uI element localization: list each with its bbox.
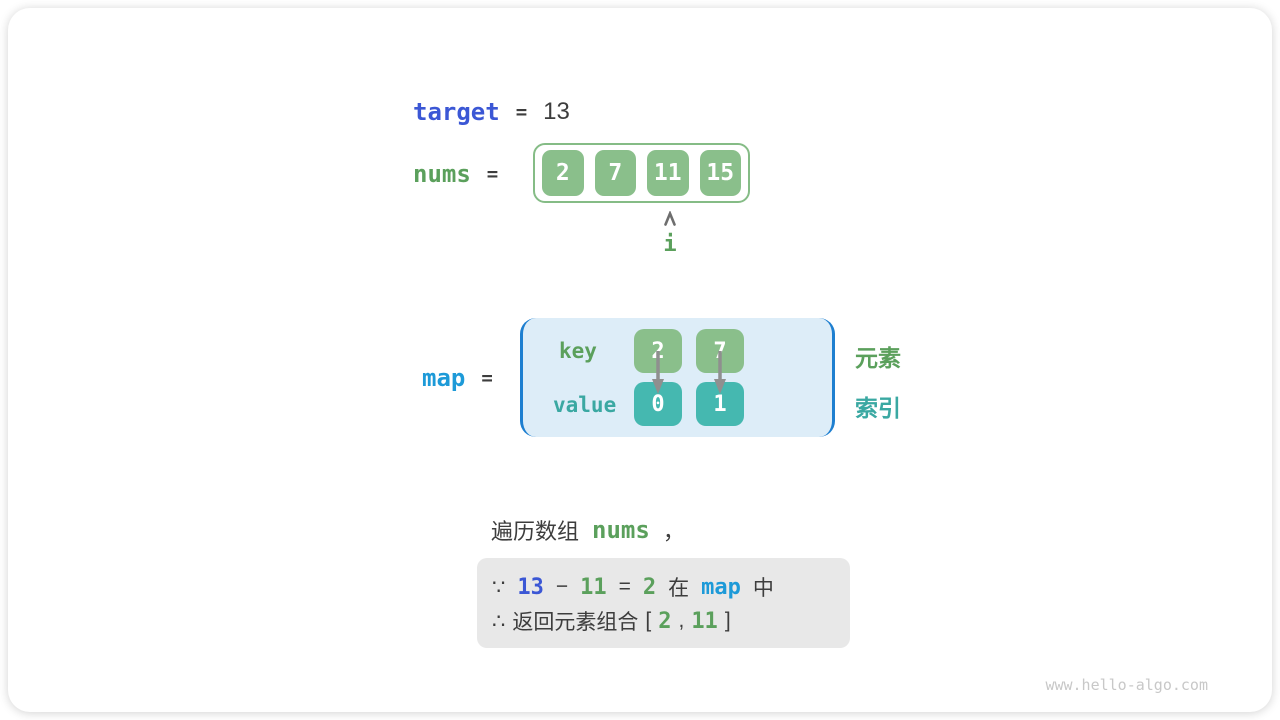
map-value-cell: 0 [634, 382, 682, 426]
array-cell: 15 [699, 150, 741, 196]
element-side-label: 元素 [855, 345, 901, 371]
because-symbol: ∵ [492, 575, 506, 599]
map-value-row-label: value [553, 393, 617, 417]
subtrahend: 11 [580, 574, 607, 600]
array-cell: 2 [542, 150, 584, 196]
bracket-open: [ [645, 609, 652, 632]
minus-sign: − [555, 575, 569, 598]
note-line-therefore: ∴ 返回元素组合 [ 2 , 11 ] [492, 604, 850, 638]
pair-first: 2 [658, 608, 672, 634]
nums-assignment: nums = [413, 160, 498, 188]
equals-sign: = [481, 367, 493, 389]
target-assignment: target = 13 [413, 98, 570, 126]
minuend: 13 [517, 574, 544, 600]
caption-code: nums [592, 516, 650, 544]
difference: 2 [642, 574, 657, 600]
target-keyword: target [413, 98, 500, 126]
nums-array: 2 7 11 15 [533, 143, 750, 203]
map-key-row-label: key [559, 339, 597, 363]
note-box: ∵ 13 − 11 = 2 在 map 中 ∴ 返回元素组合 [ 2 , 11 … [477, 558, 850, 648]
map-word: map [701, 574, 741, 600]
index-label: i [663, 232, 677, 257]
return-text: 返回元素组合 [512, 611, 639, 634]
map-value-cell: 1 [696, 382, 744, 426]
bracket-close: ] [724, 609, 731, 632]
equals-sign: = [515, 101, 528, 123]
map-container: key value 2 7 0 1 [520, 318, 835, 437]
equals-sign: = [486, 163, 499, 185]
caption-prefix: 遍历数组 [491, 519, 580, 544]
key-to-value-arrow-icon [652, 351, 664, 394]
diagram-card: target = 13 nums = 2 7 11 15 i map = key… [8, 8, 1272, 712]
note-line-because: ∵ 13 − 11 = 2 在 map 中 [492, 570, 850, 604]
equals-sign: = [618, 575, 631, 598]
nums-keyword: nums [413, 160, 471, 188]
in-word: 在 [668, 577, 690, 600]
map-keyword: map [422, 364, 466, 392]
array-cell: 11 [647, 150, 689, 196]
watermark: www.hello-algo.com [1045, 676, 1208, 694]
map-assignment: map = [422, 364, 493, 392]
index-side-label: 索引 [855, 395, 901, 421]
caption-suffix: ， [662, 519, 685, 544]
pair-second: 11 [691, 608, 718, 634]
array-cell: 7 [594, 150, 636, 196]
key-to-value-arrow-icon [714, 351, 726, 394]
target-value: 13 [543, 98, 570, 125]
caption: 遍历数组 nums ， [491, 514, 685, 546]
within-word: 中 [752, 577, 774, 600]
pair-comma: , [678, 609, 685, 632]
index-pointer-icon [664, 211, 676, 226]
therefore-symbol: ∴ [492, 609, 506, 633]
